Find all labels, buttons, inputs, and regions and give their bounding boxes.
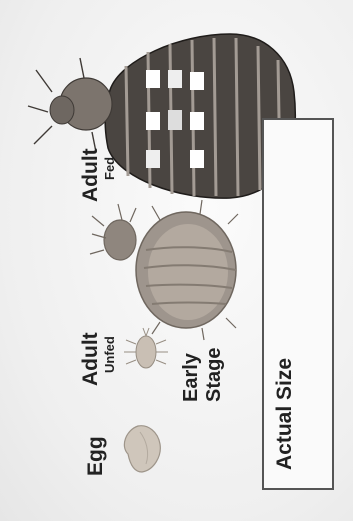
legend-label: Actual Size <box>274 358 295 470</box>
label-unfed-sub: Unfed <box>103 336 116 373</box>
label-early-stage: Early Stage <box>180 348 226 402</box>
label-fed-sub: Fed <box>103 157 116 180</box>
label-adult-fed: Adult <box>80 148 101 202</box>
adult-unfed-image <box>90 200 238 340</box>
label-egg: Egg <box>85 436 106 476</box>
adult-fed-image <box>28 34 295 198</box>
early-stage-nymph-image <box>124 328 168 368</box>
egg-image <box>124 426 160 472</box>
label-adult-unfed: Adult <box>80 332 101 386</box>
